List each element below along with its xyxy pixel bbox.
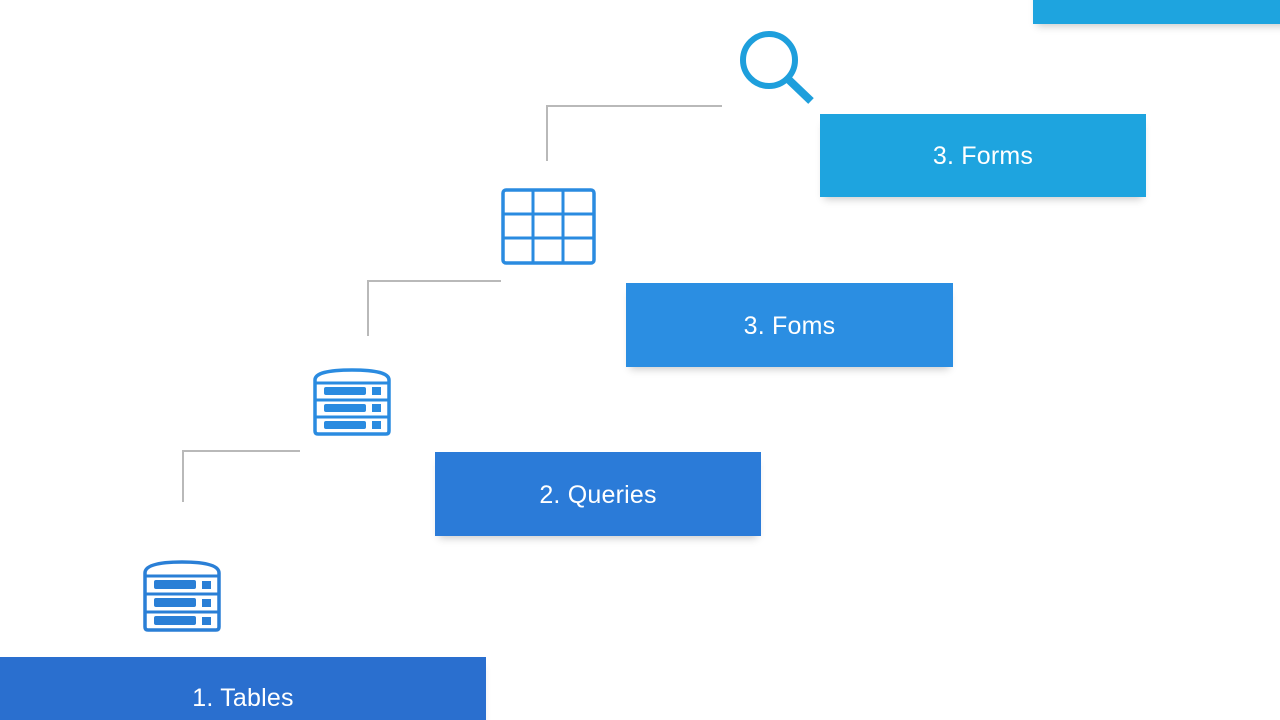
connector-3 <box>546 105 722 161</box>
step-queries: 2. Queries <box>435 452 761 536</box>
database-icon <box>141 559 223 633</box>
step-forms-label: 3. Forms <box>932 142 1034 170</box>
step-foms-label: 3. Foms <box>743 311 836 340</box>
step-foms: 3. Foms <box>626 283 953 367</box>
database-icon <box>311 367 393 437</box>
connector-2 <box>367 280 501 336</box>
top-partial-step <box>1033 0 1280 24</box>
step-tables-label: 1. Tables <box>192 683 294 712</box>
step-queries-label: 2. Queries <box>539 480 657 509</box>
connector-1 <box>182 450 300 502</box>
step-tables: 1. Tables <box>0 657 486 720</box>
step-forms: 3. Forms <box>820 114 1146 197</box>
search-icon <box>737 29 817 105</box>
table-grid-icon <box>501 188 596 265</box>
